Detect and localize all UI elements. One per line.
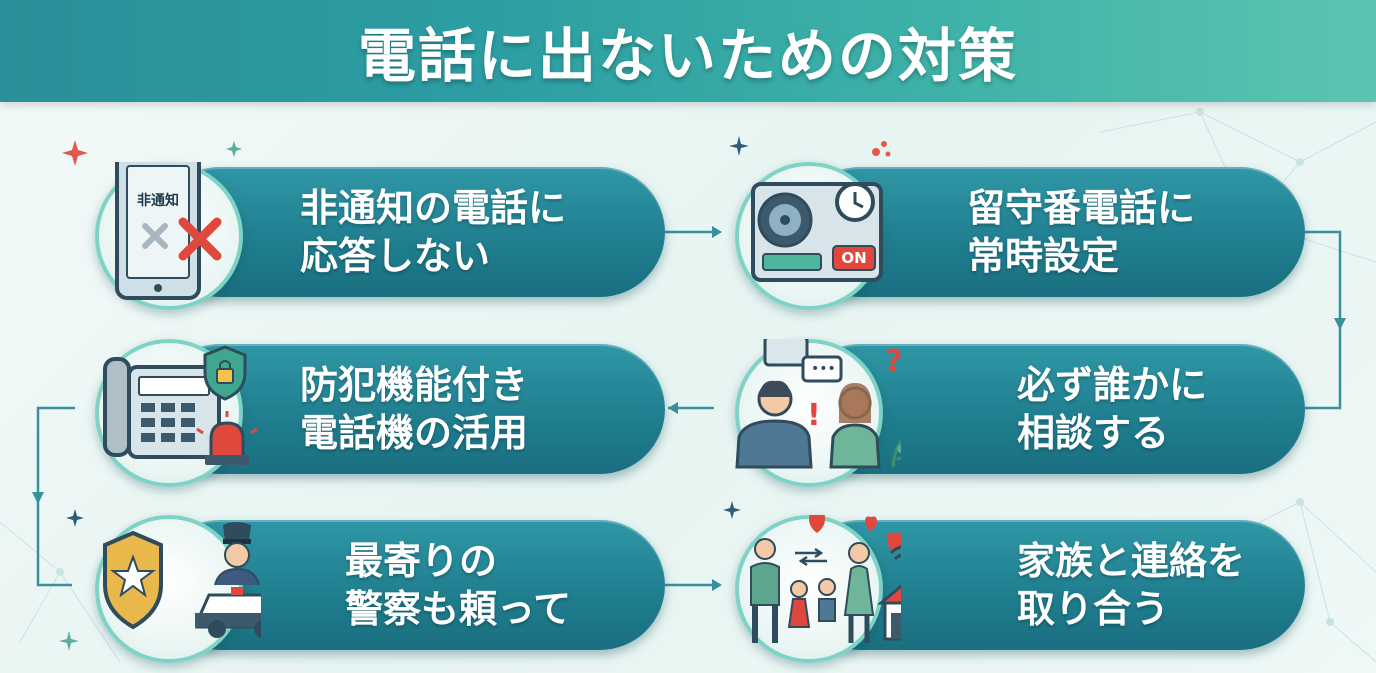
consult-people-icon: ••• ? !	[735, 339, 901, 469]
step-icon-circle: 非通知	[75, 162, 261, 310]
step-label-line1: 必ず誰かに	[1017, 363, 1208, 407]
sparkle-icon	[723, 501, 741, 519]
step-label-line2: 警察も頼って	[345, 587, 572, 631]
step-label: 必ず誰かに 相談する	[1017, 339, 1207, 479]
step-label-line1: 非通知の電話に	[300, 186, 567, 230]
step-label-line2: 電話機の活用	[300, 411, 529, 455]
step-label: 防犯機能付き 電話機の活用	[300, 339, 528, 479]
step-label-line2: 取り合う	[1017, 587, 1170, 631]
step-label: 家族と連絡を 取り合う	[1017, 515, 1245, 655]
step-card-4: 防犯機能付き 電話機の活用	[75, 339, 665, 487]
on-badge: ON	[841, 249, 867, 267]
step-card-3: ••• ? ! 必ず誰かに 相談する	[715, 339, 1305, 487]
step-label-line1: 最寄りの	[345, 539, 498, 583]
step-card-5: 最寄りの 警察も頼って	[75, 515, 665, 663]
step-label: 最寄りの 警察も頼って	[345, 515, 571, 655]
step-card-6: 家族と連絡を 取り合う	[715, 515, 1305, 663]
step-label-line2: 常時設定	[967, 234, 1120, 278]
answering-machine-icon	[751, 182, 883, 282]
step-label-line1: 留守番電話に	[967, 186, 1196, 230]
unknown-caller-badge: 非通知	[137, 193, 179, 209]
step-label-line2: 相談する	[1017, 411, 1170, 455]
sparkle-icon	[66, 509, 84, 527]
police-icon	[103, 522, 261, 638]
svg-text:!: !	[807, 398, 821, 433]
step-icon-circle: ••• ? !	[715, 339, 901, 487]
step-icon-circle	[75, 515, 261, 663]
step-icon-circle: ON	[715, 162, 901, 310]
sparkle-icon	[59, 631, 79, 651]
step-card-1: 非通知 非通知の電話に 応答しない	[75, 162, 665, 310]
security-telephone-icon	[103, 345, 258, 465]
step-label-line1: 防犯機能付き	[300, 363, 529, 407]
step-label-line2: 応答しない	[300, 234, 491, 278]
svg-text:•••: •••	[811, 361, 836, 377]
sparkle-icon	[226, 141, 242, 157]
title-banner	[0, 0, 1376, 102]
svg-text:?: ?	[885, 344, 901, 379]
phone-unknown-caller-icon	[115, 162, 222, 300]
step-icon-circle	[75, 339, 261, 487]
step-label: 非通知の電話に 応答しない	[300, 162, 566, 302]
family-home-icon	[750, 515, 901, 643]
sparkle-icon	[62, 140, 88, 166]
step-card-2: ON 留守番電話に 常時設定	[715, 162, 1305, 310]
step-label-line1: 家族と連絡を	[1017, 539, 1246, 583]
step-label: 留守番電話に 常時設定	[967, 162, 1195, 302]
step-icon-circle	[715, 515, 901, 663]
page-title: 電話に出ないための対策	[357, 22, 1018, 90]
sparkle-icon	[729, 136, 749, 156]
splash-icon	[872, 141, 891, 157]
